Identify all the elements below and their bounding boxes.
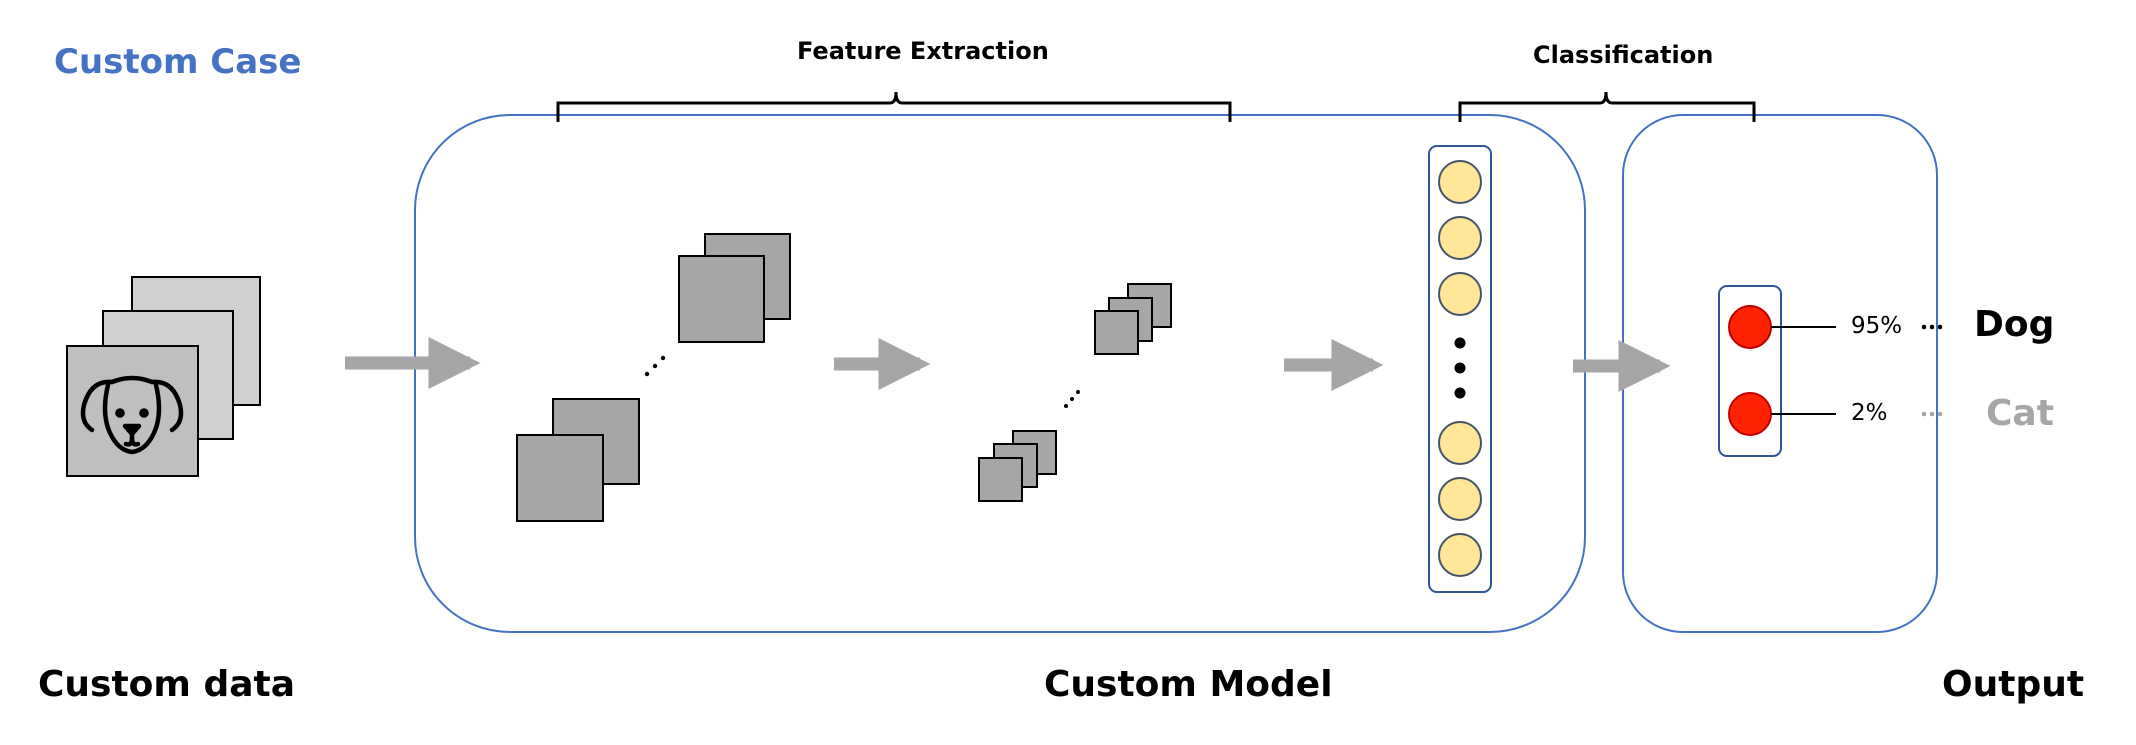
output-neuron-cat bbox=[1728, 392, 1772, 436]
neuron bbox=[1438, 477, 1482, 521]
output-label-dog: Dog bbox=[1974, 304, 2055, 345]
neuron bbox=[1438, 272, 1482, 316]
dog-face-icon bbox=[80, 375, 184, 455]
neuron bbox=[1438, 160, 1482, 204]
output-layer bbox=[1718, 285, 1943, 457]
output-label-cat: Cat bbox=[1986, 393, 2054, 434]
output-label: Output bbox=[1942, 664, 2085, 705]
feature-maps-layer-1 bbox=[516, 233, 791, 522]
output-neuron-dog bbox=[1728, 305, 1772, 349]
classification-label: Classification bbox=[1533, 41, 1714, 69]
dense-layer bbox=[1428, 145, 1492, 593]
neuron bbox=[1438, 421, 1482, 465]
neuron bbox=[1438, 216, 1482, 260]
custom-model-container bbox=[414, 114, 1586, 633]
feature-extraction-label: Feature Extraction bbox=[797, 37, 1049, 65]
output-percent-dog: 95% bbox=[1851, 313, 1903, 339]
feature-extraction-brace bbox=[556, 91, 1232, 122]
custom-data-label: Custom data bbox=[38, 664, 296, 705]
output-percent-cat: 2% bbox=[1851, 400, 1888, 426]
custom-model-label: Custom Model bbox=[1044, 664, 1333, 705]
feature-maps-layer-2 bbox=[978, 283, 1172, 502]
diagram-title: Custom Case bbox=[54, 42, 302, 82]
neuron bbox=[1438, 533, 1482, 577]
input-image-stack bbox=[66, 276, 261, 477]
classification-brace bbox=[1458, 91, 1756, 122]
